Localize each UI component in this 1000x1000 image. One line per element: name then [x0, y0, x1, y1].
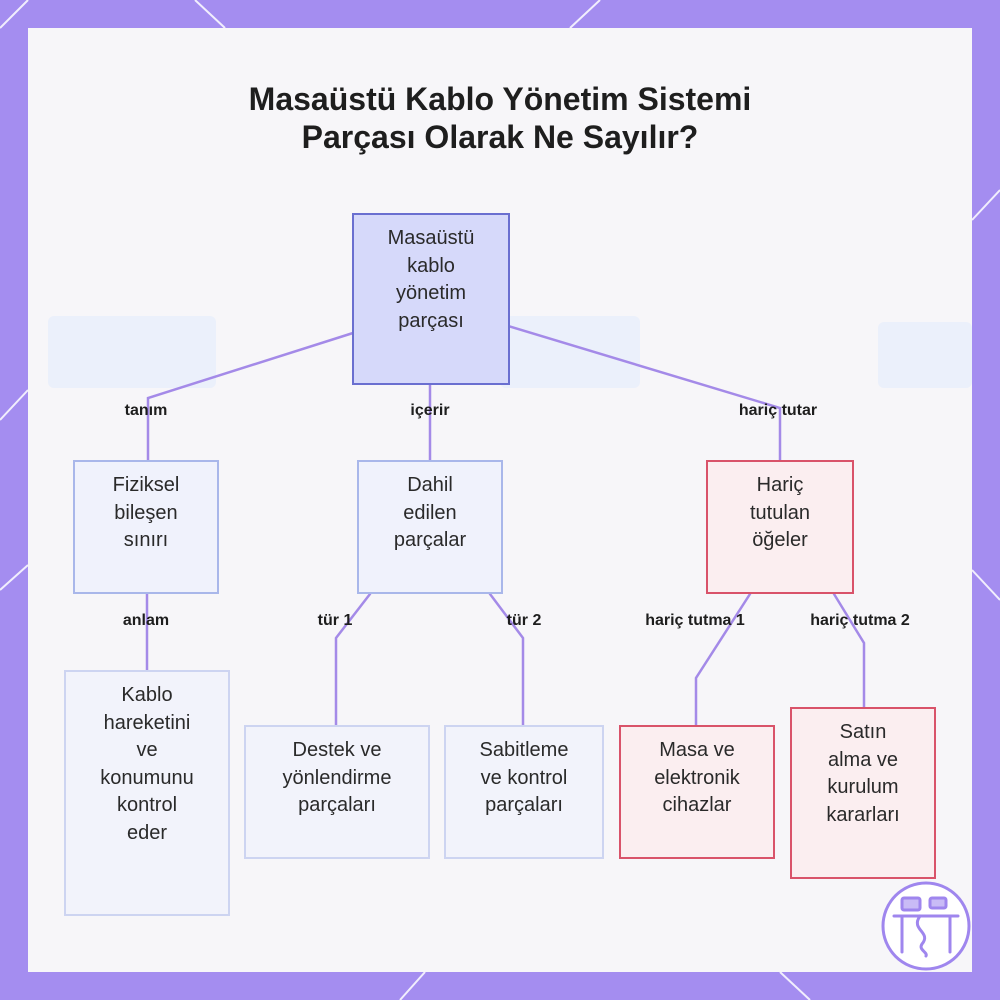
background-decoration: [878, 322, 972, 388]
node-text: kararları: [826, 803, 900, 826]
node-excluded-items: Hariç tutulan öğeler: [706, 460, 854, 594]
background-decoration: [500, 316, 640, 388]
node-fixing-control: Sabitleme ve kontrol parçaları: [444, 725, 604, 859]
node-included-parts: Dahil edilen parçalar: [357, 460, 503, 594]
node-text: ve kontrol: [480, 766, 568, 789]
edge-exclusion2-line: [832, 592, 866, 710]
node-text: kontrol: [116, 794, 178, 816]
node-text: alma ve: [827, 748, 898, 771]
node-text: hareketini: [103, 711, 191, 734]
node-text: Masa ve: [659, 739, 735, 761]
node-support-routing: Destek ve yönlendirme parçaları: [244, 725, 430, 859]
edge-label-excludes: hariç tutar: [738, 402, 818, 419]
edge-label-type1: tür 1: [317, 612, 353, 629]
node-text: yönlendirme: [282, 766, 392, 789]
page-title: Masaüstü Kablo Yönetim Sistemi Parçası O…: [28, 80, 972, 156]
edge-label-contains: içerir: [410, 402, 450, 419]
node-text: Destek ve: [292, 739, 382, 761]
node-text: edilen: [403, 501, 457, 524]
diagram-panel: Masaüstü Kablo Yönetim Sistemi Parçası O…: [28, 28, 972, 972]
desk-cable-logo-icon: [881, 881, 971, 971]
edge-exclusion1-line: [694, 592, 752, 728]
node-desk-electronics: Masa ve elektronik cihazlar: [619, 725, 775, 859]
node-purchase-decisions: Satın alma ve kurulum kararları: [790, 707, 936, 879]
connector-lines: [145, 324, 866, 728]
edge-label-definition: tanım: [124, 402, 168, 419]
node-text: konumunu: [100, 766, 194, 789]
node-text: Satın: [839, 721, 887, 743]
edge-label-exclusion2: hariç tutma 2: [810, 612, 910, 629]
node-text: Fiziksel: [112, 474, 180, 496]
edge-type2-line: [488, 592, 525, 728]
node-text: ve: [136, 739, 158, 761]
node-text: cihazlar: [662, 794, 732, 816]
node-text: eder: [126, 821, 168, 844]
edge-label-exclusion1: hariç tutma 1: [645, 612, 745, 629]
node-physical-boundary: Fiziksel bileşen sınırı: [73, 460, 219, 594]
node-text: yönetim: [395, 282, 467, 304]
node-text: bileşen: [114, 501, 178, 524]
background-decoration: [48, 316, 216, 388]
node-text: tutulan: [749, 501, 811, 524]
node-text: parçaları: [485, 794, 563, 816]
edge-label-meaning: anlam: [122, 612, 170, 629]
edge-excludes-line: [506, 324, 782, 464]
node-root: Masaüstü kablo yönetim parçası: [352, 213, 510, 385]
node-text: Sabitleme: [479, 739, 569, 761]
node-text: Masaüstü: [387, 227, 475, 249]
title-line: Parçası Olarak Ne Sayılır?: [301, 119, 699, 155]
node-text: Hariç: [756, 474, 804, 496]
node-text: kablo: [407, 254, 455, 277]
edge-type1-line: [334, 592, 372, 728]
node-text: parçası: [398, 309, 464, 332]
title-line: Masaüstü Kablo Yönetim Sistemi: [248, 81, 752, 117]
node-text: kurulum: [827, 776, 899, 798]
node-text: öğeler: [752, 529, 808, 551]
node-text: elektronik: [654, 766, 740, 789]
node-controls-cable: Kablo hareketini ve konumunu kontrol ede…: [64, 670, 230, 916]
node-text: parçalar: [393, 529, 467, 551]
edge-definition-line: [146, 331, 355, 464]
node-text: Dahil: [407, 474, 453, 496]
edge-label-type2: tür 2: [506, 612, 542, 629]
node-text: Kablo: [121, 684, 173, 706]
node-text: parçaları: [298, 794, 376, 816]
node-text: sınırı: [123, 529, 169, 551]
